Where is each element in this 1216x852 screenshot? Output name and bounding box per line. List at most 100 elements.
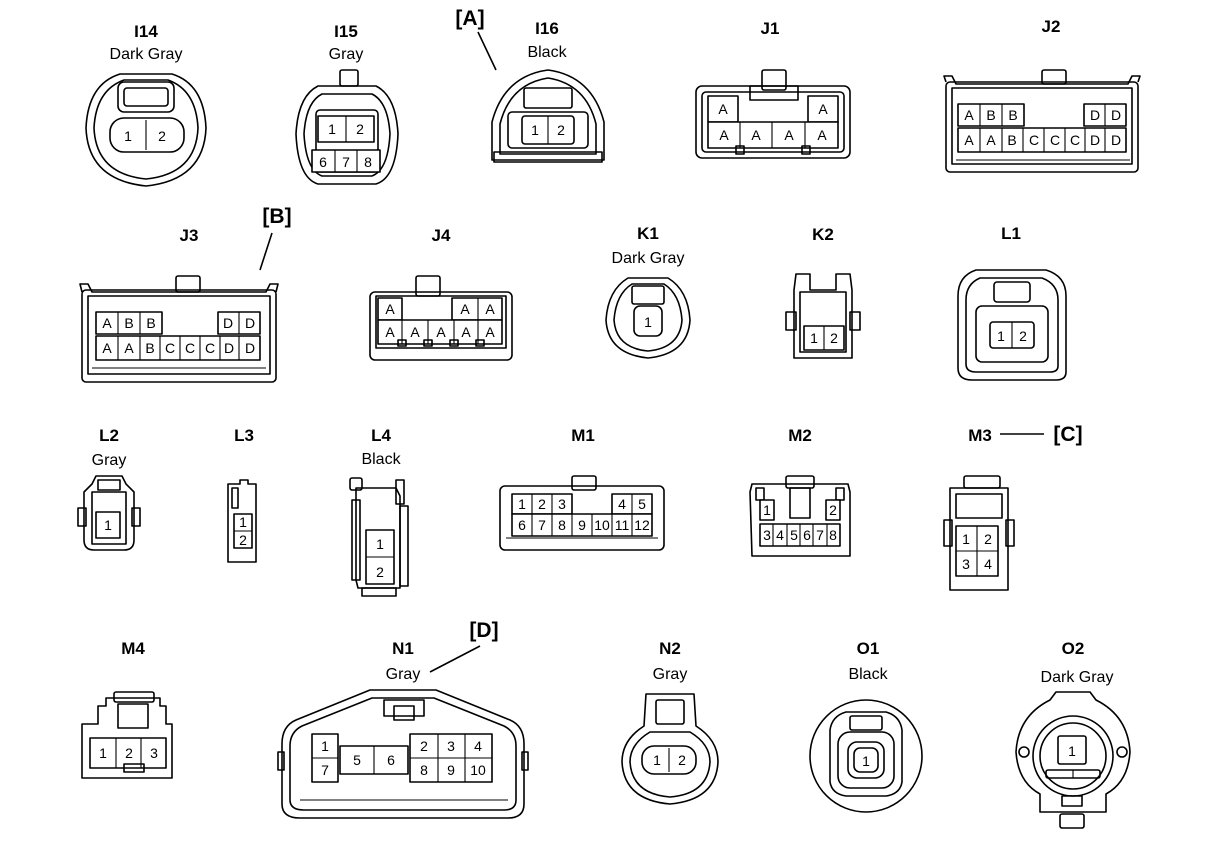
connector-body xyxy=(77,475,141,551)
pin-label: 7 xyxy=(342,154,350,170)
connector-O1: O1 Black 1 xyxy=(809,639,923,813)
pin-label: 1 xyxy=(99,745,107,761)
connector-code: L2 xyxy=(99,426,119,445)
callout-C: [C] xyxy=(1053,423,1082,446)
pin-label: 11 xyxy=(615,517,630,533)
pin-label: 1 xyxy=(644,314,652,330)
pin-label: 9 xyxy=(447,762,455,778)
connector-N1: [D] N1 Gray 1 7 5 6 2 3 4 8 9 10 xyxy=(277,619,529,819)
pin-label: 1 xyxy=(1068,743,1076,759)
connector-J2: J2 A B B D D A A B C C xyxy=(943,17,1141,173)
pin-label: 2 xyxy=(158,128,166,144)
connector-body xyxy=(943,69,1141,173)
connector-body xyxy=(227,479,257,563)
pin-label: C xyxy=(1029,132,1039,148)
connector-code: N2 xyxy=(659,639,681,658)
pin-label: D xyxy=(245,340,255,356)
connector-code: M1 xyxy=(571,426,595,445)
pin-label: 4 xyxy=(618,496,626,512)
pin-label: B xyxy=(1007,132,1016,148)
connector-code: K1 xyxy=(637,224,659,243)
connector-body xyxy=(957,269,1067,381)
pin-label: 1 xyxy=(962,531,970,547)
pin-label: A xyxy=(718,101,728,117)
pin-label: A xyxy=(410,324,420,340)
pin-label: 1 xyxy=(531,122,539,138)
pin-label: C xyxy=(1050,132,1060,148)
pin-label: 8 xyxy=(558,517,566,533)
pin-label: A xyxy=(485,324,495,340)
connector-code: L4 xyxy=(371,426,391,445)
connector-code: J2 xyxy=(1042,17,1061,36)
pin-label: A xyxy=(751,127,761,143)
pin-label: D xyxy=(1111,132,1121,148)
pin-label: A xyxy=(102,340,112,356)
pin-label: 6 xyxy=(518,517,526,533)
connector-body xyxy=(749,475,851,557)
connector-code: M2 xyxy=(788,426,812,445)
pin-label: 6 xyxy=(387,752,395,768)
connector-code: J4 xyxy=(432,226,451,245)
pin-label: 2 xyxy=(678,752,686,768)
pin-label: 3 xyxy=(962,556,970,572)
pin-label: 8 xyxy=(420,762,428,778)
pin-label: A xyxy=(784,127,794,143)
connector-body xyxy=(491,69,605,163)
connector-color: Gray xyxy=(386,666,421,683)
pin-label: A xyxy=(461,324,471,340)
pin-label: 1 xyxy=(239,514,247,530)
connector-L2: L2 Gray 1 xyxy=(77,426,141,551)
pin-label: A xyxy=(385,324,395,340)
pin-label: 7 xyxy=(321,762,329,778)
pin-label: 7 xyxy=(816,527,824,543)
pin-label: A xyxy=(964,107,974,123)
pin-label: 1 xyxy=(997,328,1005,344)
connector-body xyxy=(695,69,851,159)
connector-body xyxy=(369,275,513,361)
pin-label: 9 xyxy=(578,517,586,533)
connector-code: I14 xyxy=(134,22,158,41)
pin-label: 2 xyxy=(356,121,364,137)
pin-label: 2 xyxy=(1019,328,1027,344)
connector-M4: M4 1 2 3 xyxy=(81,639,173,779)
pin-label: 5 xyxy=(638,496,646,512)
pin-label: 2 xyxy=(125,745,133,761)
pin-label: 12 xyxy=(634,517,650,533)
callout-A-leader xyxy=(477,31,497,71)
connector-M1: M1 1 2 3 4 5 6 7 8 9 10 11 12 xyxy=(499,426,665,551)
callout-A: [A] xyxy=(455,7,484,30)
connector-code: J1 xyxy=(761,19,780,38)
pin-label: 5 xyxy=(790,527,798,543)
connector-code: L3 xyxy=(234,426,254,445)
connector-I15: I15 Gray 1 2 6 7 8 xyxy=(295,22,399,185)
pin-label: 3 xyxy=(558,496,566,512)
pin-label: 4 xyxy=(984,556,992,572)
connector-color: Dark Gray xyxy=(1041,669,1114,686)
connector-code: L1 xyxy=(1001,224,1021,243)
connector-color: Gray xyxy=(329,46,364,63)
connector-J4: J4 A A A A A A A A xyxy=(369,226,513,361)
connector-code: O1 xyxy=(857,639,880,658)
connector-code: I15 xyxy=(334,22,358,41)
connector-M2: M2 1 2 3 4 5 6 7 8 xyxy=(749,426,851,557)
connector-body xyxy=(79,275,279,383)
connector-code: K2 xyxy=(812,225,834,244)
pin-label: 2 xyxy=(376,564,384,580)
pin-label: 2 xyxy=(239,532,247,548)
pin-label: D xyxy=(224,340,234,356)
connector-color: Dark Gray xyxy=(612,250,685,267)
pin-label: A xyxy=(719,127,729,143)
callout-D: [D] xyxy=(469,619,498,642)
pin-label: 2 xyxy=(538,496,546,512)
pin-label: B xyxy=(146,315,155,331)
pin-label: 3 xyxy=(150,745,158,761)
connector-K2: K2 1 2 xyxy=(785,225,861,359)
pin-label: 6 xyxy=(803,527,811,543)
connector-code: O2 xyxy=(1062,639,1085,658)
connector-N2: N2 Gray 1 2 xyxy=(621,639,719,805)
pin-label: 10 xyxy=(470,762,486,778)
connector-body xyxy=(85,73,207,187)
pin-label: 1 xyxy=(124,128,132,144)
pin-label: A xyxy=(436,324,446,340)
